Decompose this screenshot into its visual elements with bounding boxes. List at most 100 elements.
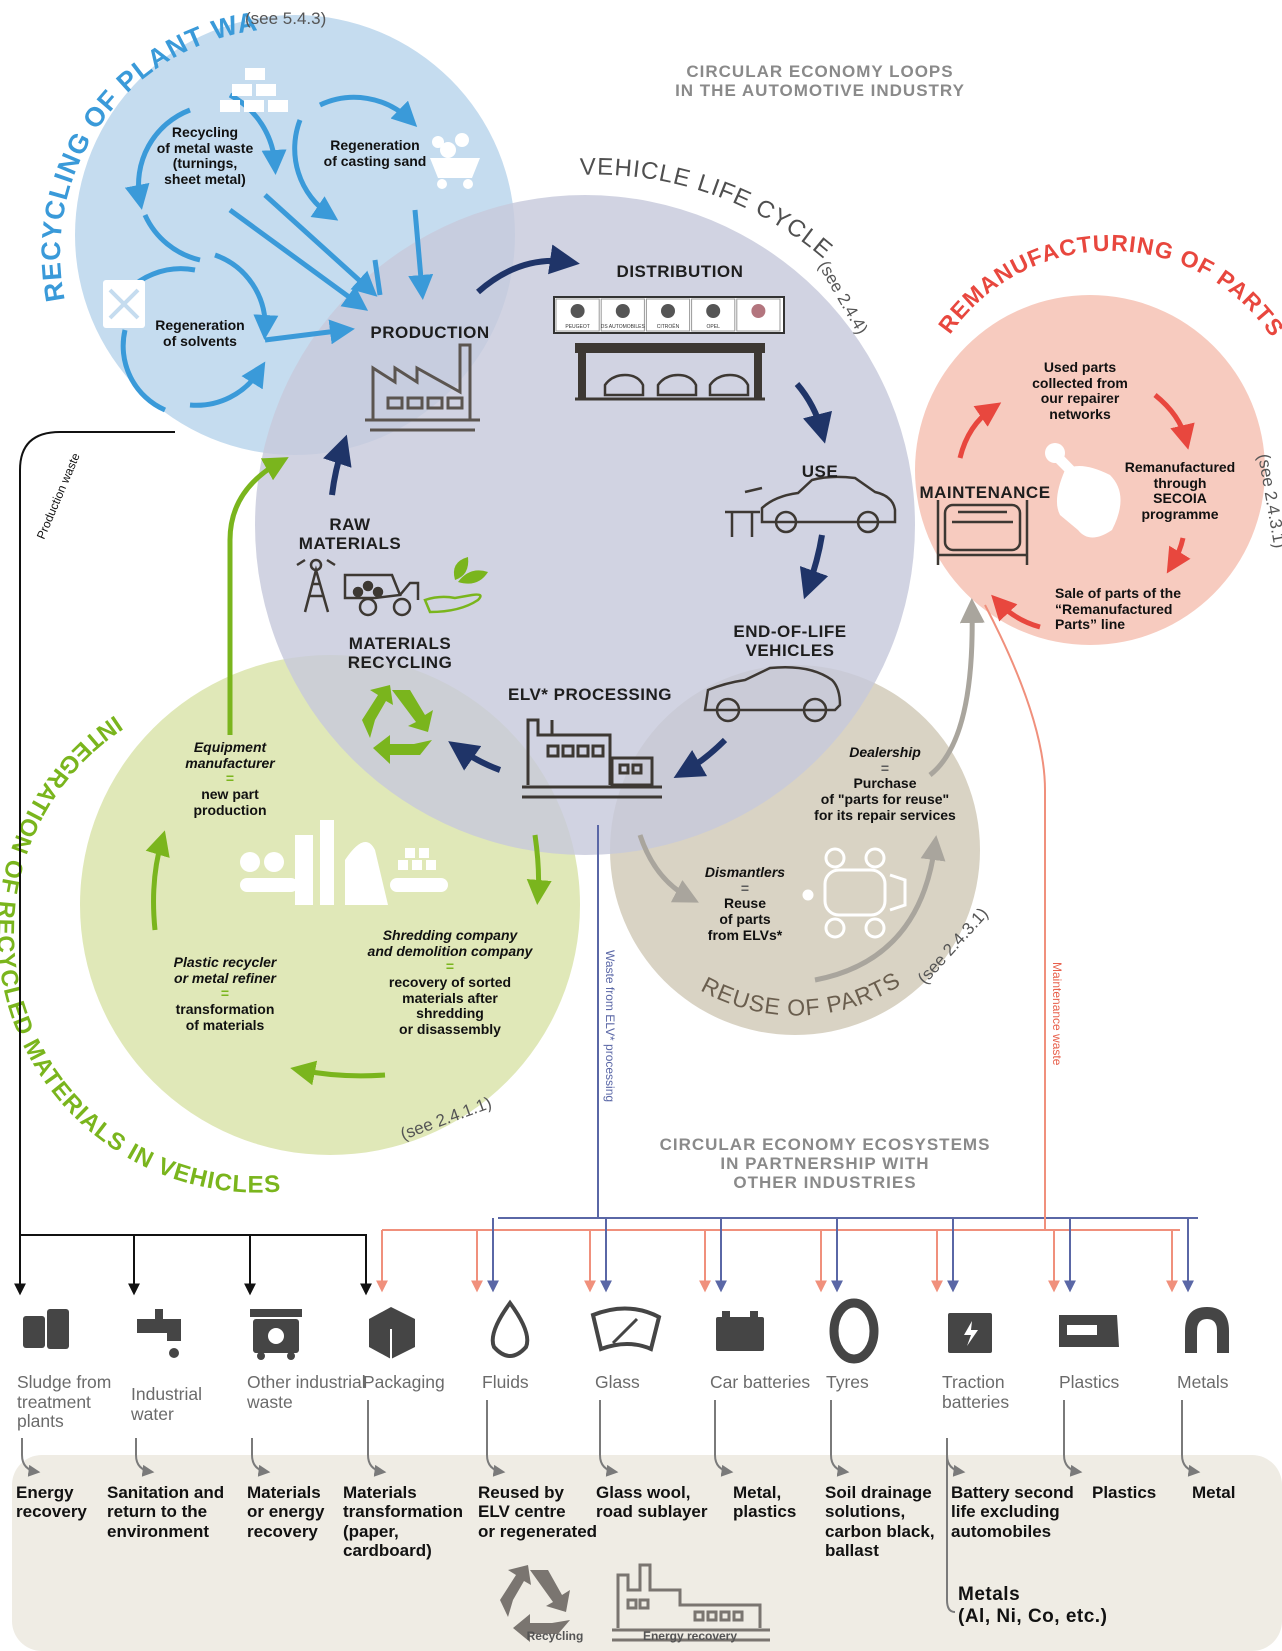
brand-logo-icon bbox=[615, 304, 630, 318]
ecosystems-title-l1: CIRCULAR ECONOMY ECOSYSTEMS bbox=[659, 1135, 991, 1154]
category-label-line: plants bbox=[17, 1411, 64, 1432]
category-label-line: Other industrial bbox=[247, 1372, 366, 1392]
traction-battery-icon bbox=[948, 1313, 992, 1353]
output-stem bbox=[1181, 1400, 1201, 1477]
ingots-icon bbox=[220, 68, 288, 112]
elv-plant-icon bbox=[522, 718, 662, 799]
sale-l2: “Remanufactured bbox=[1055, 600, 1173, 617]
magnet-icon bbox=[1185, 1307, 1229, 1353]
drop-icon bbox=[490, 1299, 530, 1358]
recovery-output-line: cardboard) bbox=[343, 1541, 432, 1561]
sale-l1: Sale of parts of the bbox=[1055, 585, 1182, 601]
brand-name: PEUGEOT bbox=[565, 324, 589, 330]
shredding-l1: Shredding company bbox=[382, 927, 518, 943]
used-parts-l1: Used parts bbox=[1043, 359, 1117, 375]
plastic-text-l2: of materials bbox=[185, 1016, 265, 1033]
category-label: Packaging bbox=[363, 1372, 445, 1393]
category-label-line: Glass bbox=[595, 1372, 640, 1392]
metal-waste-l1: Recycling bbox=[171, 124, 239, 140]
plastic-eq: = bbox=[220, 985, 230, 1002]
recovery-output-line: recovery bbox=[247, 1521, 318, 1541]
recovery-output: Plastics bbox=[1092, 1483, 1156, 1502]
output-stem bbox=[135, 1438, 155, 1477]
tyre-icon bbox=[829, 1298, 879, 1364]
metal-waste-l4: sheet metal) bbox=[164, 171, 246, 188]
recovery-output-line: environment bbox=[107, 1521, 210, 1541]
used-parts-l3: our repairer bbox=[1040, 390, 1120, 407]
shredding-text-l2: materials after bbox=[402, 989, 498, 1006]
metals-output-stem bbox=[946, 1438, 956, 1613]
used-parts-l4: networks bbox=[1049, 406, 1111, 423]
integration-arrows bbox=[145, 457, 552, 1086]
plastic-l1: Plastic recycler bbox=[173, 954, 277, 970]
output-stems bbox=[21, 1400, 1201, 1613]
wrecked-car-icon bbox=[703, 665, 842, 723]
remanufactured-label: Remanufactured through SECOIA programme bbox=[1115, 459, 1245, 523]
dealership-text-l1: Purchase bbox=[853, 775, 917, 792]
branch-arrows bbox=[376, 1218, 1194, 1293]
wrench-hand-icon bbox=[1045, 443, 1121, 538]
materials-recycling-l2: RECYCLING bbox=[347, 653, 453, 673]
category-label-line: Industrial bbox=[131, 1384, 203, 1404]
category-label-line: waste bbox=[247, 1391, 293, 1412]
shredding-text-l3: shredding bbox=[416, 1005, 484, 1022]
recycling-icon bbox=[362, 685, 433, 764]
category-label-line: water bbox=[131, 1403, 174, 1424]
recovery-output-line: Materials bbox=[247, 1483, 321, 1502]
category-label-line: Plastics bbox=[1059, 1372, 1120, 1392]
category-label-line: Metals bbox=[1177, 1372, 1229, 1392]
category-label-line: Car batteries bbox=[710, 1372, 811, 1392]
dealership-eq: = bbox=[880, 759, 890, 776]
dismantlers-eq: = bbox=[740, 879, 750, 896]
recovery-output-line: life excluding bbox=[951, 1502, 1060, 1522]
recovery-output-line: solutions, bbox=[825, 1502, 906, 1522]
car-lift-icon bbox=[936, 500, 1029, 565]
recovery-output-line: Glass wool, bbox=[596, 1483, 691, 1502]
brand-logo-icon bbox=[706, 304, 721, 318]
category-icons bbox=[23, 1298, 1229, 1364]
category-label: Fluids bbox=[482, 1372, 529, 1393]
elv-processing-label: ELV* PROCESSING bbox=[508, 685, 672, 704]
production-label: PRODUCTION bbox=[370, 323, 490, 342]
end-of-life-l2: VEHICLES bbox=[745, 641, 835, 661]
brand-name: OPEL bbox=[707, 324, 721, 330]
oil-rig-icon bbox=[296, 558, 336, 613]
brand-logo-icon bbox=[570, 304, 585, 318]
ecosystems-title: CIRCULAR ECONOMY ECOSYSTEMS IN PARTNERSH… bbox=[600, 1135, 1050, 1192]
factory-icon bbox=[365, 343, 480, 432]
recovery-output-line: Soil drainage bbox=[825, 1483, 932, 1502]
plastic-l2: or metal refiner bbox=[174, 969, 276, 986]
category-label-line: batteries bbox=[942, 1391, 1010, 1412]
metals-output-l2: (Al, Ni, Co, etc.) bbox=[958, 1605, 1108, 1627]
flow-lines bbox=[14, 431, 1198, 1296]
shredding-text-l4: or disassembly bbox=[399, 1021, 501, 1038]
production-waste-label: Production waste bbox=[34, 451, 83, 542]
recovery-output-line: Metal bbox=[1192, 1483, 1236, 1502]
metal-waste-label: Recycling of metal waste (turnings, shee… bbox=[130, 124, 280, 188]
dealership-text-l2: of "parts for reuse" bbox=[820, 791, 950, 808]
ecosystems-title-l2: IN PARTNERSHIP WITH bbox=[720, 1154, 930, 1174]
plant-waste-arrows bbox=[114, 92, 434, 413]
maintenance-waste-label: Maintenance waste bbox=[1050, 962, 1064, 1066]
diagram-title: CIRCULAR ECONOMY LOOPS IN THE AUTOMOTIVE… bbox=[590, 62, 1050, 100]
category-label-line: Tyres bbox=[826, 1372, 869, 1392]
category-label: Metals bbox=[1177, 1372, 1229, 1393]
metals-output: Metals (Al, Ni, Co, etc.) bbox=[958, 1584, 1107, 1627]
recovery-output-line: or regenerated bbox=[478, 1521, 598, 1541]
life-cycle-arrows bbox=[323, 244, 832, 778]
casting-sand-label: Regeneration of casting sand bbox=[305, 137, 445, 169]
equipment-text-l1: new part bbox=[201, 786, 259, 803]
raw-materials-label: RAW MATERIALS bbox=[285, 515, 415, 553]
metal-waste-l3: (turnings, bbox=[172, 155, 238, 172]
used-parts-l2: collected from bbox=[1032, 374, 1128, 391]
recovery-output-line: return to the bbox=[107, 1502, 208, 1522]
dealership-label: Dealership bbox=[849, 744, 921, 760]
category-label: Glass bbox=[595, 1372, 640, 1393]
box-icon bbox=[369, 1307, 415, 1359]
materials-recycling-label: MATERIALS RECYCLING bbox=[330, 634, 470, 672]
category-label: Plastics bbox=[1059, 1372, 1120, 1393]
